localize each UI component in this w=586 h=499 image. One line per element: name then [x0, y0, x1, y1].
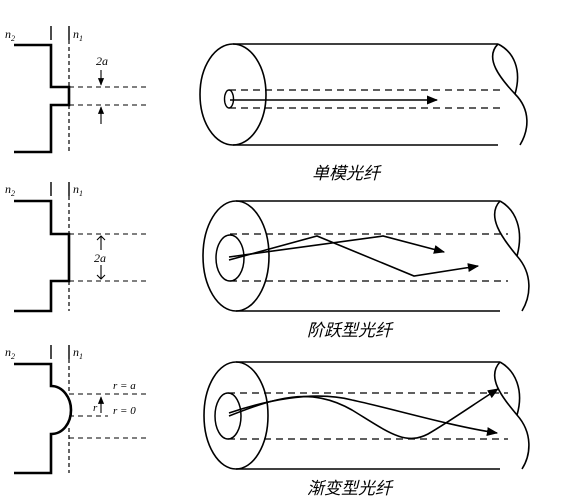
svg-text:n1: n1 [73, 345, 83, 361]
step-index-core-diameter-label: 2a [94, 251, 106, 265]
single-mode-caption: 单模光纤 [312, 164, 382, 184]
cladding-index-label: n [5, 345, 11, 359]
single-mode-profile-curve [14, 43, 71, 154]
svg-text:n1: n1 [73, 182, 83, 198]
step-index-panel: n2 n1 2a [5, 182, 530, 341]
single-mode-core-diameter-label: 2a [96, 54, 108, 68]
svg-text:n1: n1 [73, 27, 83, 43]
graded-index-profile-curve [14, 362, 73, 475]
graded-index-ray-2 [228, 395, 499, 436]
svg-text:n2: n2 [5, 27, 15, 43]
graded-index-ray-1 [228, 388, 499, 440]
graded-index-caption: 渐变型光纤 [307, 479, 394, 499]
graded-index-radius-label: r [93, 402, 98, 414]
cladding-index-label: n [5, 27, 11, 41]
svg-text:n2: n2 [5, 182, 15, 198]
step-index-caption: 阶跃型光纤 [307, 321, 394, 341]
step-index-index-profile: n2 n1 2a [5, 182, 148, 313]
step-index-fiber-drawing [202, 200, 530, 312]
core-index-label: n [73, 345, 79, 359]
graded-index-r-equals-0-label: r = 0 [113, 405, 136, 417]
single-mode-fiber-drawing [199, 43, 528, 146]
single-mode-panel: n2 n1 2a [5, 26, 528, 184]
single-mode-index-profile: n2 n1 2a [5, 26, 148, 154]
graded-index-r-equals-a-label: r = a [113, 380, 136, 392]
core-index-label: n [73, 182, 79, 196]
graded-index-fiber-drawing [203, 361, 530, 470]
core-index-label: n [73, 27, 79, 41]
step-index-ray-2 [228, 235, 446, 258]
step-index-profile-curve [14, 199, 71, 313]
svg-text:n2: n2 [5, 345, 15, 361]
cladding-index-label: n [5, 182, 11, 196]
step-index-ray-1 [228, 235, 480, 277]
graded-index-panel: n2 n1 r = a r r = 0 [5, 345, 530, 499]
graded-index-index-profile: n2 n1 r = a r r = 0 [5, 345, 148, 475]
